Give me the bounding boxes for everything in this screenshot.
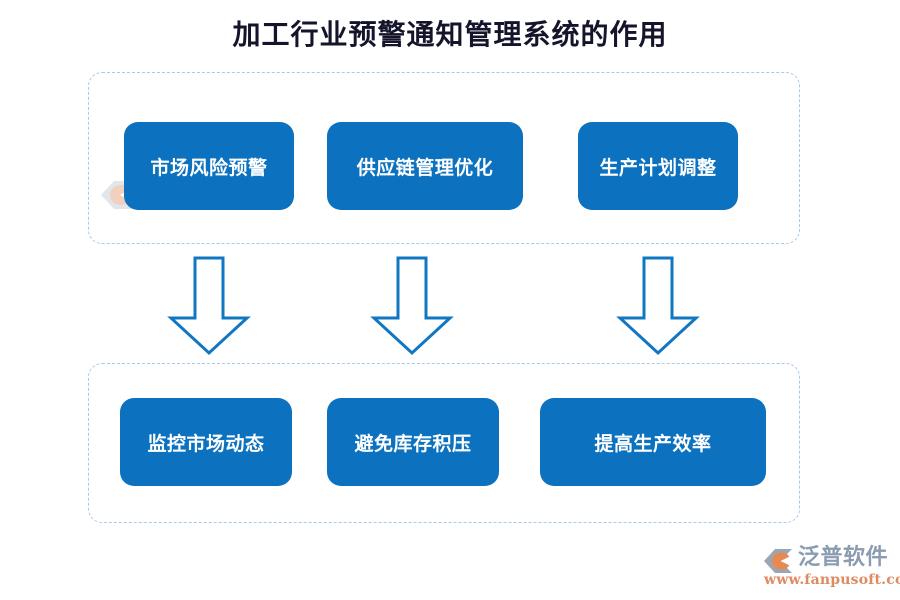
fanpu-logo-icon — [764, 549, 792, 573]
node-improve-production-efficiency[interactable]: 提高生产效率 — [540, 398, 766, 486]
brand-name: 泛普软件 — [798, 545, 889, 570]
down-arrow-icon — [616, 256, 700, 356]
node-label: 监控市场动态 — [147, 432, 265, 455]
brand-url: www.fanpusoft.com — [764, 572, 900, 588]
causes-group-container — [88, 72, 800, 244]
effects-group-container — [88, 363, 800, 523]
down-arrow-icon — [167, 256, 251, 356]
node-avoid-inventory-backlog[interactable]: 避免库存积压 — [327, 398, 499, 486]
down-arrow-icon — [370, 256, 454, 356]
node-monitor-market-dynamics[interactable]: 监控市场动态 — [120, 398, 292, 486]
node-label: 供应链管理优化 — [356, 156, 494, 179]
node-production-plan-adjustment[interactable]: 生产计划调整 — [578, 122, 738, 210]
connector-arrow-1 — [166, 256, 252, 356]
node-supply-chain-optimization[interactable]: 供应链管理优化 — [327, 122, 523, 210]
node-market-risk-warning[interactable]: 市场风险预警 — [124, 122, 294, 210]
node-label: 生产计划调整 — [599, 156, 717, 179]
node-label: 避免库存积压 — [354, 432, 472, 455]
brand-logo: 泛普软件 www.fanpusoft.com — [762, 545, 900, 590]
node-label: 提高生产效率 — [594, 432, 712, 455]
connector-arrow-3 — [615, 256, 701, 356]
page-title: 加工行业预警通知管理系统的作用 — [232, 18, 668, 51]
node-label: 市场风险预警 — [150, 156, 268, 179]
connector-arrow-2 — [369, 256, 455, 356]
